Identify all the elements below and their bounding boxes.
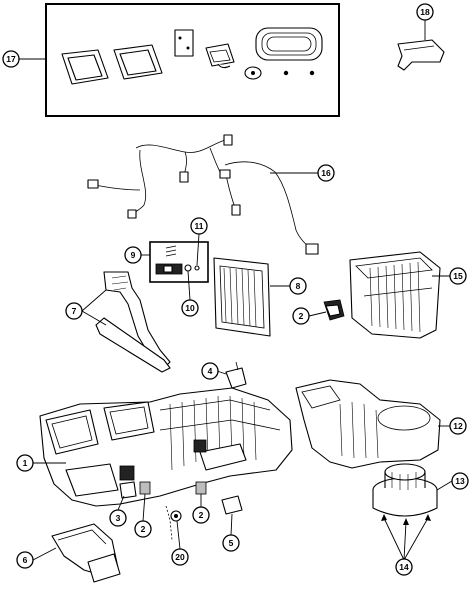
callout-12: 12 <box>449 417 467 435</box>
blower-motor-group <box>372 463 453 517</box>
callout-6-label: 6 <box>23 555 28 565</box>
outlet-duct-group <box>32 523 121 583</box>
callout-13: 13 <box>451 472 469 490</box>
part-20-group <box>165 505 182 550</box>
callout-1-label: 1 <box>23 458 28 468</box>
callout-2-mid-label: 2 <box>199 510 204 520</box>
callout-14-label: 14 <box>399 562 409 572</box>
main-hvac-housing-group <box>33 387 293 507</box>
callout-14: 14 <box>395 558 413 576</box>
callout-16-label: 16 <box>321 168 331 178</box>
actuator-lower-mid-group <box>195 481 207 507</box>
callout-18: 18 <box>416 3 434 21</box>
callout-9-label: 9 <box>131 250 136 260</box>
callout-12-label: 12 <box>453 421 463 431</box>
callout-10-label: 10 <box>185 303 195 313</box>
callout-16: 16 <box>317 164 335 182</box>
callout-18-label: 18 <box>420 7 430 17</box>
part-3-group <box>117 481 137 511</box>
wiring-harness-group <box>87 134 319 255</box>
evaporator-core-group <box>213 257 290 337</box>
callout-8: 8 <box>289 277 307 295</box>
callout-2-upper: 2 <box>292 307 310 325</box>
duct-tubes-group <box>81 271 171 373</box>
callout-1: 1 <box>16 454 34 472</box>
callout-11: 11 <box>190 217 208 235</box>
callout-2-left: 2 <box>134 520 152 538</box>
callout-5: 5 <box>222 534 240 552</box>
callout-20: 20 <box>171 548 189 566</box>
callout-17: 17 <box>2 50 20 68</box>
callout-4-label: 4 <box>208 366 213 376</box>
callout-20-label: 20 <box>175 552 185 562</box>
distribution-housing-group <box>349 251 450 339</box>
seal-piece-1 <box>61 49 109 85</box>
callout-7-label: 7 <box>72 306 77 316</box>
actuator-lower-left-group <box>139 481 151 522</box>
callout-13-label: 13 <box>455 476 465 486</box>
callout-2-left-label: 2 <box>141 524 146 534</box>
seal-piece-2 <box>113 44 163 80</box>
callout-2-upper-label: 2 <box>299 311 304 321</box>
callout-7: 7 <box>65 302 83 320</box>
callout-4: 4 <box>201 362 219 380</box>
part-14-group <box>381 514 431 561</box>
blower-housing-group <box>295 379 450 469</box>
connector-group <box>216 361 247 389</box>
seal-clip <box>205 43 235 69</box>
callout-3: 3 <box>109 509 127 527</box>
actuator-upper-group <box>308 299 345 321</box>
callout-11-label: 11 <box>195 221 204 231</box>
sensor-kit-group <box>141 233 209 301</box>
callout-17-label: 17 <box>6 54 16 64</box>
seal-large <box>255 27 323 61</box>
seal-grommets <box>244 66 315 80</box>
callout-10: 10 <box>181 299 199 317</box>
seal-kit-group <box>19 3 340 117</box>
callout-3-label: 3 <box>116 513 121 523</box>
callout-8-label: 8 <box>296 281 301 291</box>
callout-15-label: 15 <box>453 271 463 281</box>
seal-plate <box>174 29 194 57</box>
callout-2-mid: 2 <box>192 506 210 524</box>
part-5-group <box>221 495 243 536</box>
sensor-kit-box <box>149 241 209 283</box>
callout-5-label: 5 <box>229 538 234 548</box>
callout-9: 9 <box>124 246 142 264</box>
callout-6: 6 <box>16 551 34 569</box>
bracket-group <box>397 20 445 71</box>
callout-15: 15 <box>449 267 467 285</box>
